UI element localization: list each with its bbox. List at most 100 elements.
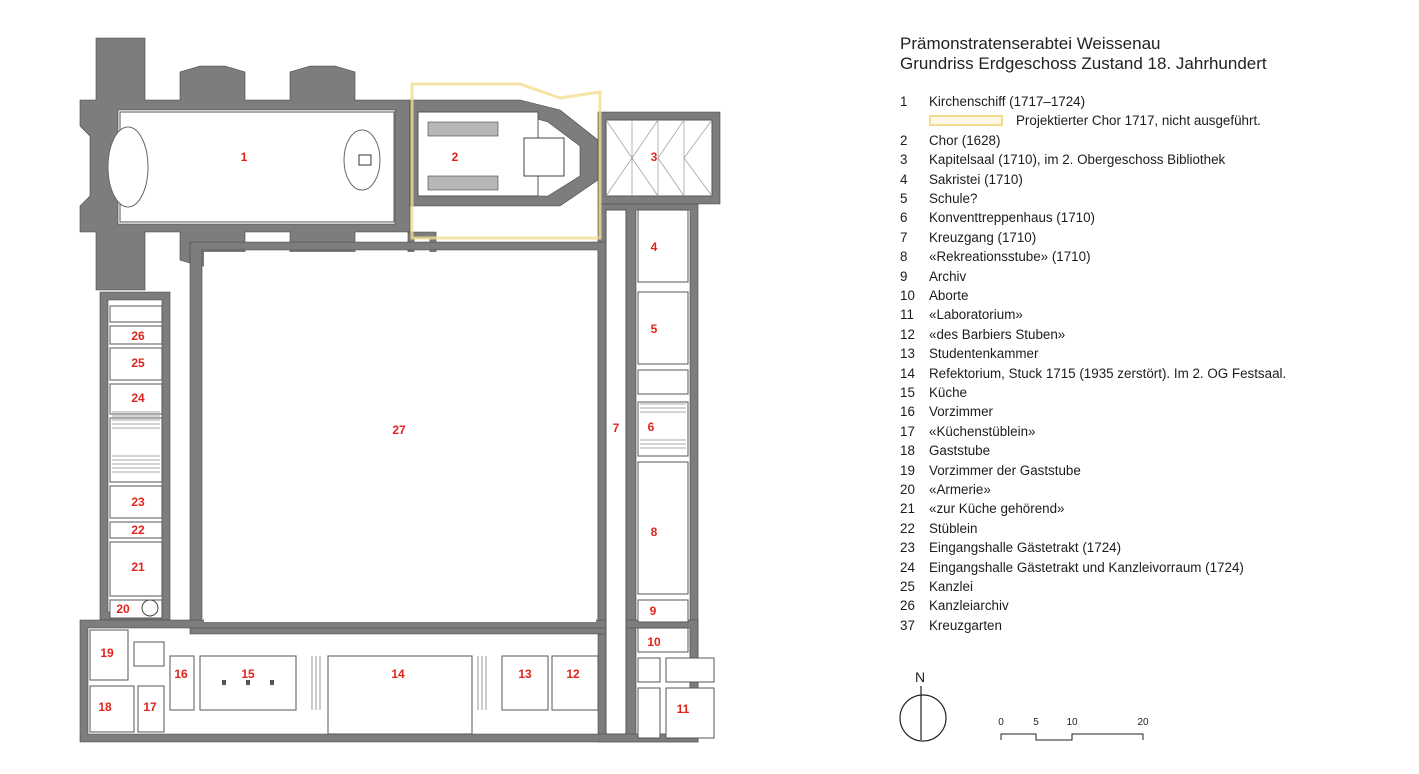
plan-label-14: 14	[391, 667, 405, 681]
room-9	[637, 599, 689, 623]
legend-text: Archiv	[929, 268, 967, 284]
room-21	[109, 541, 163, 597]
legend-text: Konventtreppenhaus (1710)	[929, 210, 1096, 226]
east-corridor	[605, 209, 627, 735]
legend-number: 10	[900, 288, 915, 303]
room-labels: 1 2 3 4 5 6 7 8 9 10 11 12 13 14 15 16 1…	[98, 150, 689, 716]
legend-text: Eingangshalle Gästetrakt (1724)	[929, 540, 1122, 556]
legend-number: 16	[900, 404, 915, 420]
plan-title: Prämonstratenserabtei Weissenau Grundris…	[900, 34, 1267, 74]
room-11-annex	[665, 657, 715, 683]
legend-text: «Laboratorium»	[929, 307, 1023, 323]
legend-text: «Armerie»	[929, 482, 991, 497]
plan-label-18: 18	[98, 700, 112, 714]
plan-label-11: 11	[677, 702, 690, 716]
legend-number: 17	[900, 423, 915, 439]
plan-label-17: 17	[143, 700, 157, 714]
plan-label-7: 7	[613, 421, 620, 435]
room-5	[637, 291, 689, 365]
room-14	[327, 655, 473, 735]
legend-number: 24	[900, 559, 915, 575]
scale-bar: 0 5 10 20	[998, 717, 1149, 741]
room-12	[551, 655, 599, 711]
room-25	[109, 347, 163, 381]
plan-label-1: 1	[241, 150, 248, 164]
legend-number: 22	[900, 520, 915, 536]
plan-label-21: 21	[131, 560, 145, 574]
nave-crossing	[343, 129, 381, 191]
choir-stalls	[427, 121, 499, 191]
legend-text: «Küchenstüblein»	[929, 423, 1036, 439]
choir-altar	[523, 137, 565, 177]
legend-number: 15	[900, 385, 915, 400]
plan-label-19: 19	[100, 646, 114, 660]
legend-text: Vorzimmer	[929, 404, 993, 420]
legend-text: Stüblein	[929, 520, 978, 536]
room-8	[637, 461, 689, 595]
room-22	[109, 521, 163, 539]
legend-number: 14	[900, 365, 915, 381]
room-26a	[109, 305, 163, 323]
plan-label-8: 8	[651, 525, 658, 539]
plan-label-24: 24	[131, 391, 145, 405]
plan-label-4: 4	[651, 240, 658, 254]
plan-label-3: 3	[651, 150, 658, 164]
room-19	[89, 629, 129, 681]
legend-text: Gaststube	[929, 443, 991, 459]
scale-label-5: 5	[1033, 717, 1039, 728]
scale-label-10: 10	[1066, 717, 1078, 728]
projected-choir-swatch	[929, 115, 1003, 127]
room-3	[605, 119, 713, 197]
legend-number: 12	[900, 326, 915, 342]
title-line-2: Grundriss Erdgeschoss Zustand 18. Jahrhu…	[900, 54, 1267, 73]
room-6	[637, 401, 689, 457]
plan-label-10: 10	[647, 635, 661, 649]
legend-text: Kreuzgang (1710)	[929, 229, 1037, 245]
room-5b	[637, 369, 689, 395]
legend-text: Vorzimmer der Gaststube	[929, 462, 1081, 478]
legend-number: 3	[900, 152, 908, 168]
plan-label-16: 16	[174, 667, 188, 681]
legend-number: 25	[900, 579, 915, 594]
legend-text: Projektierter Chor 1717, nicht ausgeführ…	[1016, 113, 1261, 129]
room-small-se2	[637, 687, 661, 739]
plan-label-15: 15	[241, 667, 255, 681]
legend-number: 20	[900, 482, 915, 497]
room-17	[137, 685, 165, 733]
legend-number: 1	[900, 94, 908, 109]
legend-text: Kreuzgarten	[929, 617, 1002, 633]
plan-label-13: 13	[518, 667, 532, 681]
legend-number: 8	[900, 249, 908, 265]
legend-number: 19	[900, 462, 915, 478]
legend-text: «Rekreationsstube» (1710)	[929, 249, 1091, 265]
room-26	[109, 325, 163, 345]
legend-number: 23	[900, 540, 915, 556]
cloister-garden	[204, 252, 596, 622]
plan-label-6: 6	[648, 420, 655, 434]
room-13	[501, 655, 549, 711]
legend-number: 18	[900, 443, 915, 459]
room-24	[109, 383, 163, 415]
legend-text: Studentenkammer	[929, 346, 1039, 362]
north-arrow-icon: N	[899, 669, 947, 742]
plan-label-2: 2	[452, 150, 459, 164]
legend-text: Kapitelsaal (1710), im 2. Obergeschoss B…	[929, 152, 1226, 168]
plan-label-12: 12	[566, 667, 580, 681]
room-23	[109, 485, 163, 519]
room-small-se	[637, 657, 661, 683]
legend-number: 37	[900, 617, 915, 633]
room-10	[637, 627, 689, 653]
plan-label-20: 20	[116, 602, 130, 616]
plan-label-22: 22	[131, 523, 145, 537]
legend-number: 6	[900, 210, 908, 226]
legend-text: Kirchenschiff (1717–1724)	[929, 94, 1086, 109]
room-11	[665, 687, 715, 739]
room-fills	[89, 111, 715, 739]
room-16	[169, 655, 195, 711]
floor-plan: 1 2 3 4 5 6 7 8 9 10 11 12 13 14 15 16 1…	[79, 37, 721, 743]
legend-number: 26	[900, 598, 915, 614]
room-19b	[133, 641, 165, 667]
legend-number: 4	[900, 171, 908, 187]
plan-label-5: 5	[651, 322, 658, 336]
legend-text: «zur Küche gehörend»	[929, 501, 1065, 517]
